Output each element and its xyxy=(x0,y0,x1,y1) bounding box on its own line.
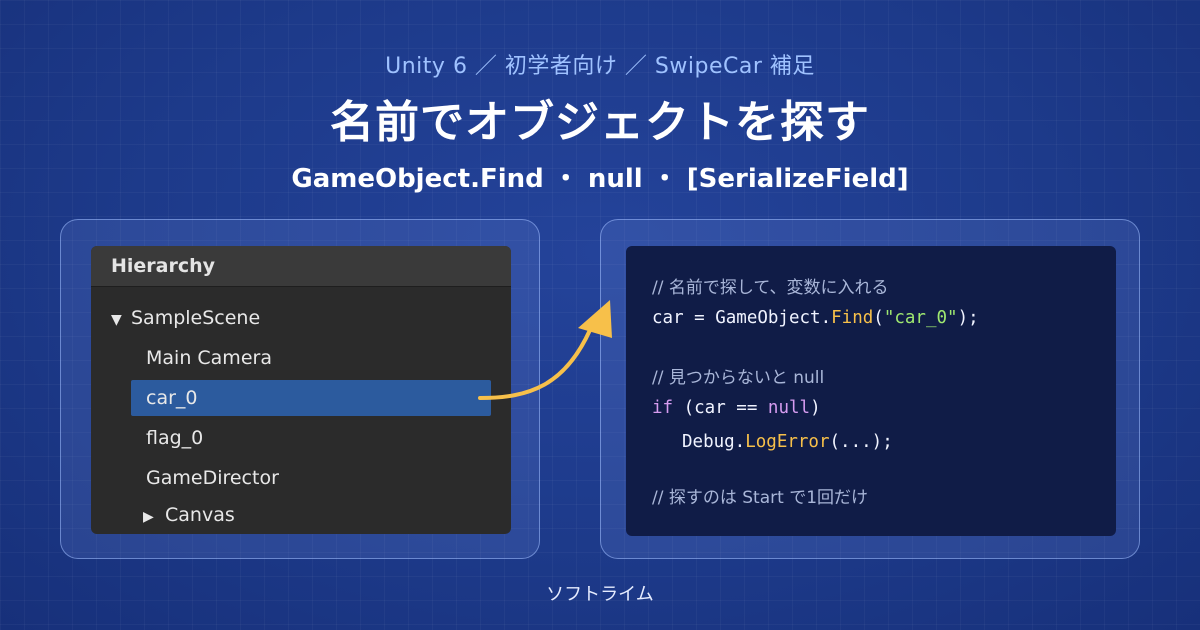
scene-row[interactable]: ▼ SampleScene xyxy=(111,300,260,336)
hierarchy-panel: Hierarchy ▼ SampleScene Main Camera car_0… xyxy=(60,219,540,559)
code-comment-start: // 探すのは Start で1回だけ xyxy=(652,488,869,508)
hierarchy-header: Hierarchy xyxy=(91,246,511,287)
scene-label: SampleScene xyxy=(131,307,261,329)
hierarchy-item-canvas[interactable]: ▶ Canvas xyxy=(143,497,235,533)
page-title: 名前でオブジェクトを探す xyxy=(330,97,870,148)
code-function: Find xyxy=(831,308,874,328)
code-block: // 名前で探して、変数に入れる car = GameObject.Find("… xyxy=(626,246,1116,536)
code-comment-null: // 見つからないと null xyxy=(652,368,825,388)
subtitle: Unity 6 ／ 初学者向け ／ SwipeCar 補足 xyxy=(385,54,815,79)
code-text: ) xyxy=(810,398,821,418)
expanded-triangle-icon[interactable]: ▼ xyxy=(111,312,122,328)
code-text: Debug. xyxy=(682,432,746,452)
footer-brand: ソフトライム xyxy=(546,584,654,605)
code-line-logerror: Debug.LogError(...); xyxy=(682,432,893,452)
hierarchy-item-car-0[interactable]: car_0 xyxy=(131,380,491,416)
code-text: ( xyxy=(873,308,884,328)
code-text: (...); xyxy=(829,432,893,452)
code-line-if: if (car == null) xyxy=(652,398,821,418)
canvas-label: Canvas xyxy=(165,504,235,526)
code-function: LogError xyxy=(745,432,830,452)
hierarchy-item-main-camera[interactable]: Main Camera xyxy=(146,347,272,369)
code-comment-find: // 名前で探して、変数に入れる xyxy=(652,278,889,298)
code-string: "car_0" xyxy=(883,308,958,328)
hierarchy-item-flag-0[interactable]: flag_0 xyxy=(146,427,204,449)
code-keyword: null xyxy=(767,398,811,418)
keywords-line: GameObject.Find ・ null ・ [SerializeField… xyxy=(291,164,909,194)
hierarchy-window: Hierarchy ▼ SampleScene Main Camera car_0… xyxy=(91,246,511,534)
collapsed-triangle-icon[interactable]: ▶ xyxy=(143,509,154,525)
code-keyword: if xyxy=(652,398,674,418)
code-line-find: car = GameObject.Find("car_0"); xyxy=(652,308,979,328)
arrow-icon xyxy=(478,300,612,400)
code-panel: // 名前で探して、変数に入れる car = GameObject.Find("… xyxy=(600,219,1140,559)
code-text: car = GameObject. xyxy=(652,308,832,328)
hierarchy-item-game-director[interactable]: GameDirector xyxy=(146,467,279,489)
code-text: (car == xyxy=(673,398,768,418)
code-text: ); xyxy=(957,308,979,328)
